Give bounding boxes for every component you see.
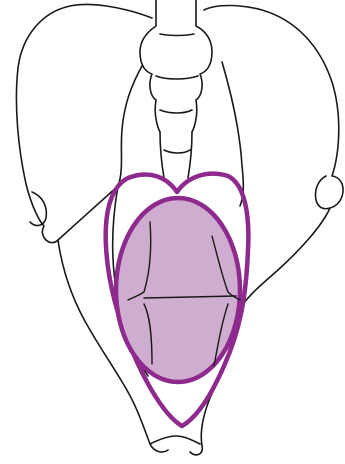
vertebra-line-2 xyxy=(156,76,198,79)
vertebra-line-3 xyxy=(160,110,192,113)
right-ala-notch xyxy=(315,176,330,209)
vertebra-line-1 xyxy=(160,34,194,36)
pubic-symphysis xyxy=(150,436,200,444)
left-iliac-wing xyxy=(16,5,152,243)
sacrum-left xyxy=(160,132,164,178)
sacrum-line xyxy=(164,150,190,153)
sacrum-right xyxy=(188,132,192,178)
spine-left-edge xyxy=(140,0,160,132)
left-ala-notch xyxy=(30,192,46,225)
fetal-head xyxy=(116,198,240,382)
spine-right-edge xyxy=(192,0,212,132)
